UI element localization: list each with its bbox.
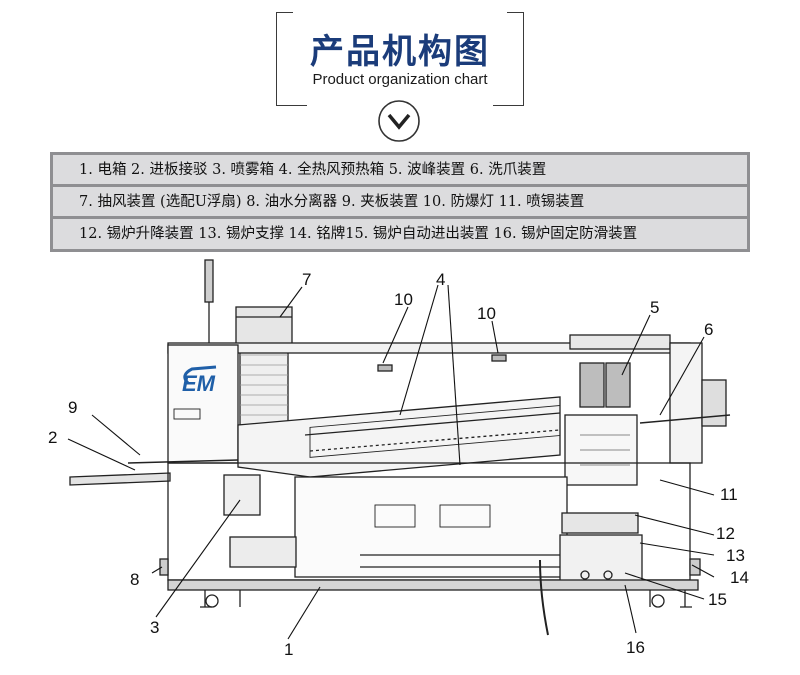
callout-1: 1 (284, 640, 293, 659)
base-frame (167, 579, 699, 591)
exhaust-hood (235, 306, 293, 426)
explosion-proof-lamp (491, 354, 507, 362)
callout-lines (67, 284, 715, 640)
chevron-down-icon (378, 100, 420, 142)
frame-corner-left (277, 105, 307, 106)
callout-9: 9 (68, 398, 77, 417)
callout-10a: 10 (394, 290, 413, 309)
frame-corner-right (493, 105, 523, 106)
page-subtitle: Product organization chart (312, 71, 488, 88)
callout-13: 13 (726, 546, 745, 565)
callout-11: 11 (720, 485, 738, 504)
explosion-proof-lamp (377, 364, 393, 372)
callout-3: 3 (150, 618, 159, 637)
solder-pot (559, 534, 643, 586)
signal-tower (204, 259, 214, 303)
wave-solder-unit (564, 334, 671, 486)
legend-row-1-text: 1. 电箱 2. 进板接驳 3. 喷雾箱 4. 全热风预热箱 5. 波峰装置 6… (53, 155, 747, 185)
legend-row-3: 12. 锡炉升降装置 13. 锡炉支撑 14. 铭牌15. 锡炉自动进出装置 1… (50, 216, 750, 252)
legend-row-2: 7. 抽风装置 (选配U浮扇) 8. 油水分离器 9. 夹板装置 10. 防爆灯… (50, 184, 750, 220)
callout-7: 7 (302, 270, 311, 289)
callout-4: 4 (436, 270, 445, 289)
legend-row-2-text: 7. 抽风装置 (选配U浮扇) 8. 油水分离器 9. 夹板装置 10. 防爆灯… (53, 187, 747, 217)
callout-numbers: 7 4 10 10 5 6 9 2 11 12 13 14 15 16 8 3 … (48, 270, 749, 659)
title-frame (276, 12, 524, 106)
legend-row-1: 1. 电箱 2. 进板接驳 3. 喷雾箱 4. 全热风预热箱 5. 波峰装置 6… (50, 152, 750, 188)
legend-row-3-text: 12. 锡炉升降装置 13. 锡炉支撑 14. 铭牌15. 锡炉自动进出装置 1… (53, 219, 747, 249)
oil-water-separator (159, 558, 169, 576)
callout-6: 6 (704, 320, 713, 339)
callout-8: 8 (130, 570, 139, 589)
svg-text:EM: EM (182, 371, 216, 396)
callout-15: 15 (708, 590, 727, 609)
left-cabinet (167, 344, 239, 464)
machine-diagram: EM 7 4 10 10 5 6 9 2 11 12 13 14 15 (48, 259, 749, 659)
page-title: 产品机构图 (310, 32, 490, 72)
spray-box (223, 474, 261, 516)
brand-logo: EM (182, 365, 217, 396)
callout-10b: 10 (477, 304, 496, 323)
callout-16: 16 (626, 638, 645, 657)
control-panel (229, 536, 297, 568)
callout-14: 14 (730, 568, 749, 587)
callout-12: 12 (716, 524, 735, 543)
callout-2: 2 (48, 428, 57, 447)
callout-5: 5 (650, 298, 659, 317)
